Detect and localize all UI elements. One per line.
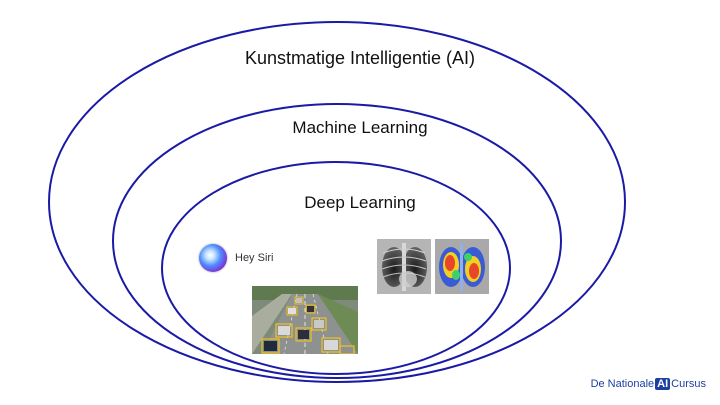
inner-ring-deep-learning <box>161 161 511 375</box>
middle-ring-machine-learning <box>112 103 562 379</box>
xray-heatmap <box>435 239 489 294</box>
xray-original <box>377 239 431 294</box>
brand-prefix: De Nationale <box>590 378 655 390</box>
brand-ai-badge: AI <box>655 378 671 390</box>
xray-comparison-image <box>377 239 489 294</box>
brand-suffix: Cursus <box>671 378 706 390</box>
label-machine-learning: Machine Learning <box>292 118 428 137</box>
siri-example: Hey Siri <box>199 243 274 273</box>
siri-label: Hey Siri <box>235 252 274 264</box>
outer-ring-ai <box>48 21 626 383</box>
label-artificial-intelligence: Kunstmatige Intelligentie (AI) <box>244 48 476 68</box>
traffic-detection-image <box>252 286 358 354</box>
car-detections <box>261 296 355 354</box>
label-deep-learning: Deep Learning <box>304 193 416 212</box>
brand-logo: De Nationale AI Cursus <box>591 378 706 390</box>
siri-orb-icon <box>199 244 227 272</box>
